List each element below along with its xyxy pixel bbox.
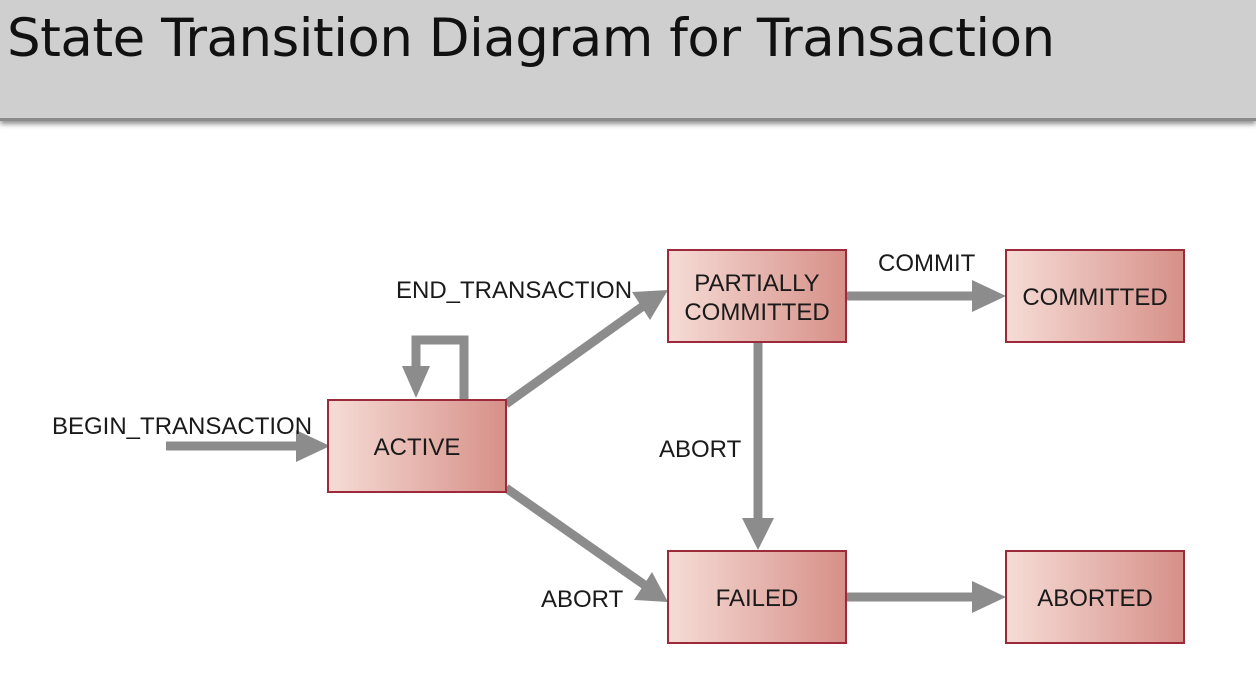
arrow-begin-to-active	[166, 430, 330, 462]
label-abort-from-partially-committed: ABORT	[659, 436, 742, 463]
state-partially-committed-label-line1: PARTIALLY	[694, 270, 819, 297]
state-aborted: ABORTED	[1005, 550, 1185, 644]
arrow-active-to-failed	[503, 484, 668, 602]
arrow-partially-committed-to-committed	[846, 280, 1006, 312]
state-partially-committed-label-line2: COMMITTED	[684, 299, 829, 326]
arrows	[166, 280, 1006, 613]
label-abort-from-active: ABORT	[541, 586, 624, 613]
state-failed: FAILED	[667, 550, 847, 644]
state-active: ACTIVE	[327, 399, 507, 493]
state-partially-committed: PARTIALLY COMMITTED	[667, 249, 847, 343]
state-failed-label: FAILED	[716, 585, 799, 612]
arrow-active-self-loop	[402, 335, 469, 400]
state-aborted-label: ABORTED	[1037, 585, 1153, 612]
title-bar: State Transition Diagram for Transaction	[0, 0, 1256, 121]
label-end-transaction: END_TRANSACTION	[396, 277, 632, 304]
state-committed: COMMITTED	[1005, 249, 1185, 343]
label-begin-transaction: BEGIN_TRANSACTION	[52, 413, 312, 440]
arrow-active-to-partially-committed	[503, 290, 668, 408]
arrow-partially-committed-to-failed	[742, 342, 774, 550]
arrow-failed-to-aborted	[846, 581, 1006, 613]
label-commit: COMMIT	[878, 250, 976, 277]
page-title: State Transition Diagram for Transaction	[7, 8, 1055, 69]
state-active-label: ACTIVE	[374, 434, 461, 461]
state-committed-label: COMMITTED	[1022, 284, 1167, 311]
